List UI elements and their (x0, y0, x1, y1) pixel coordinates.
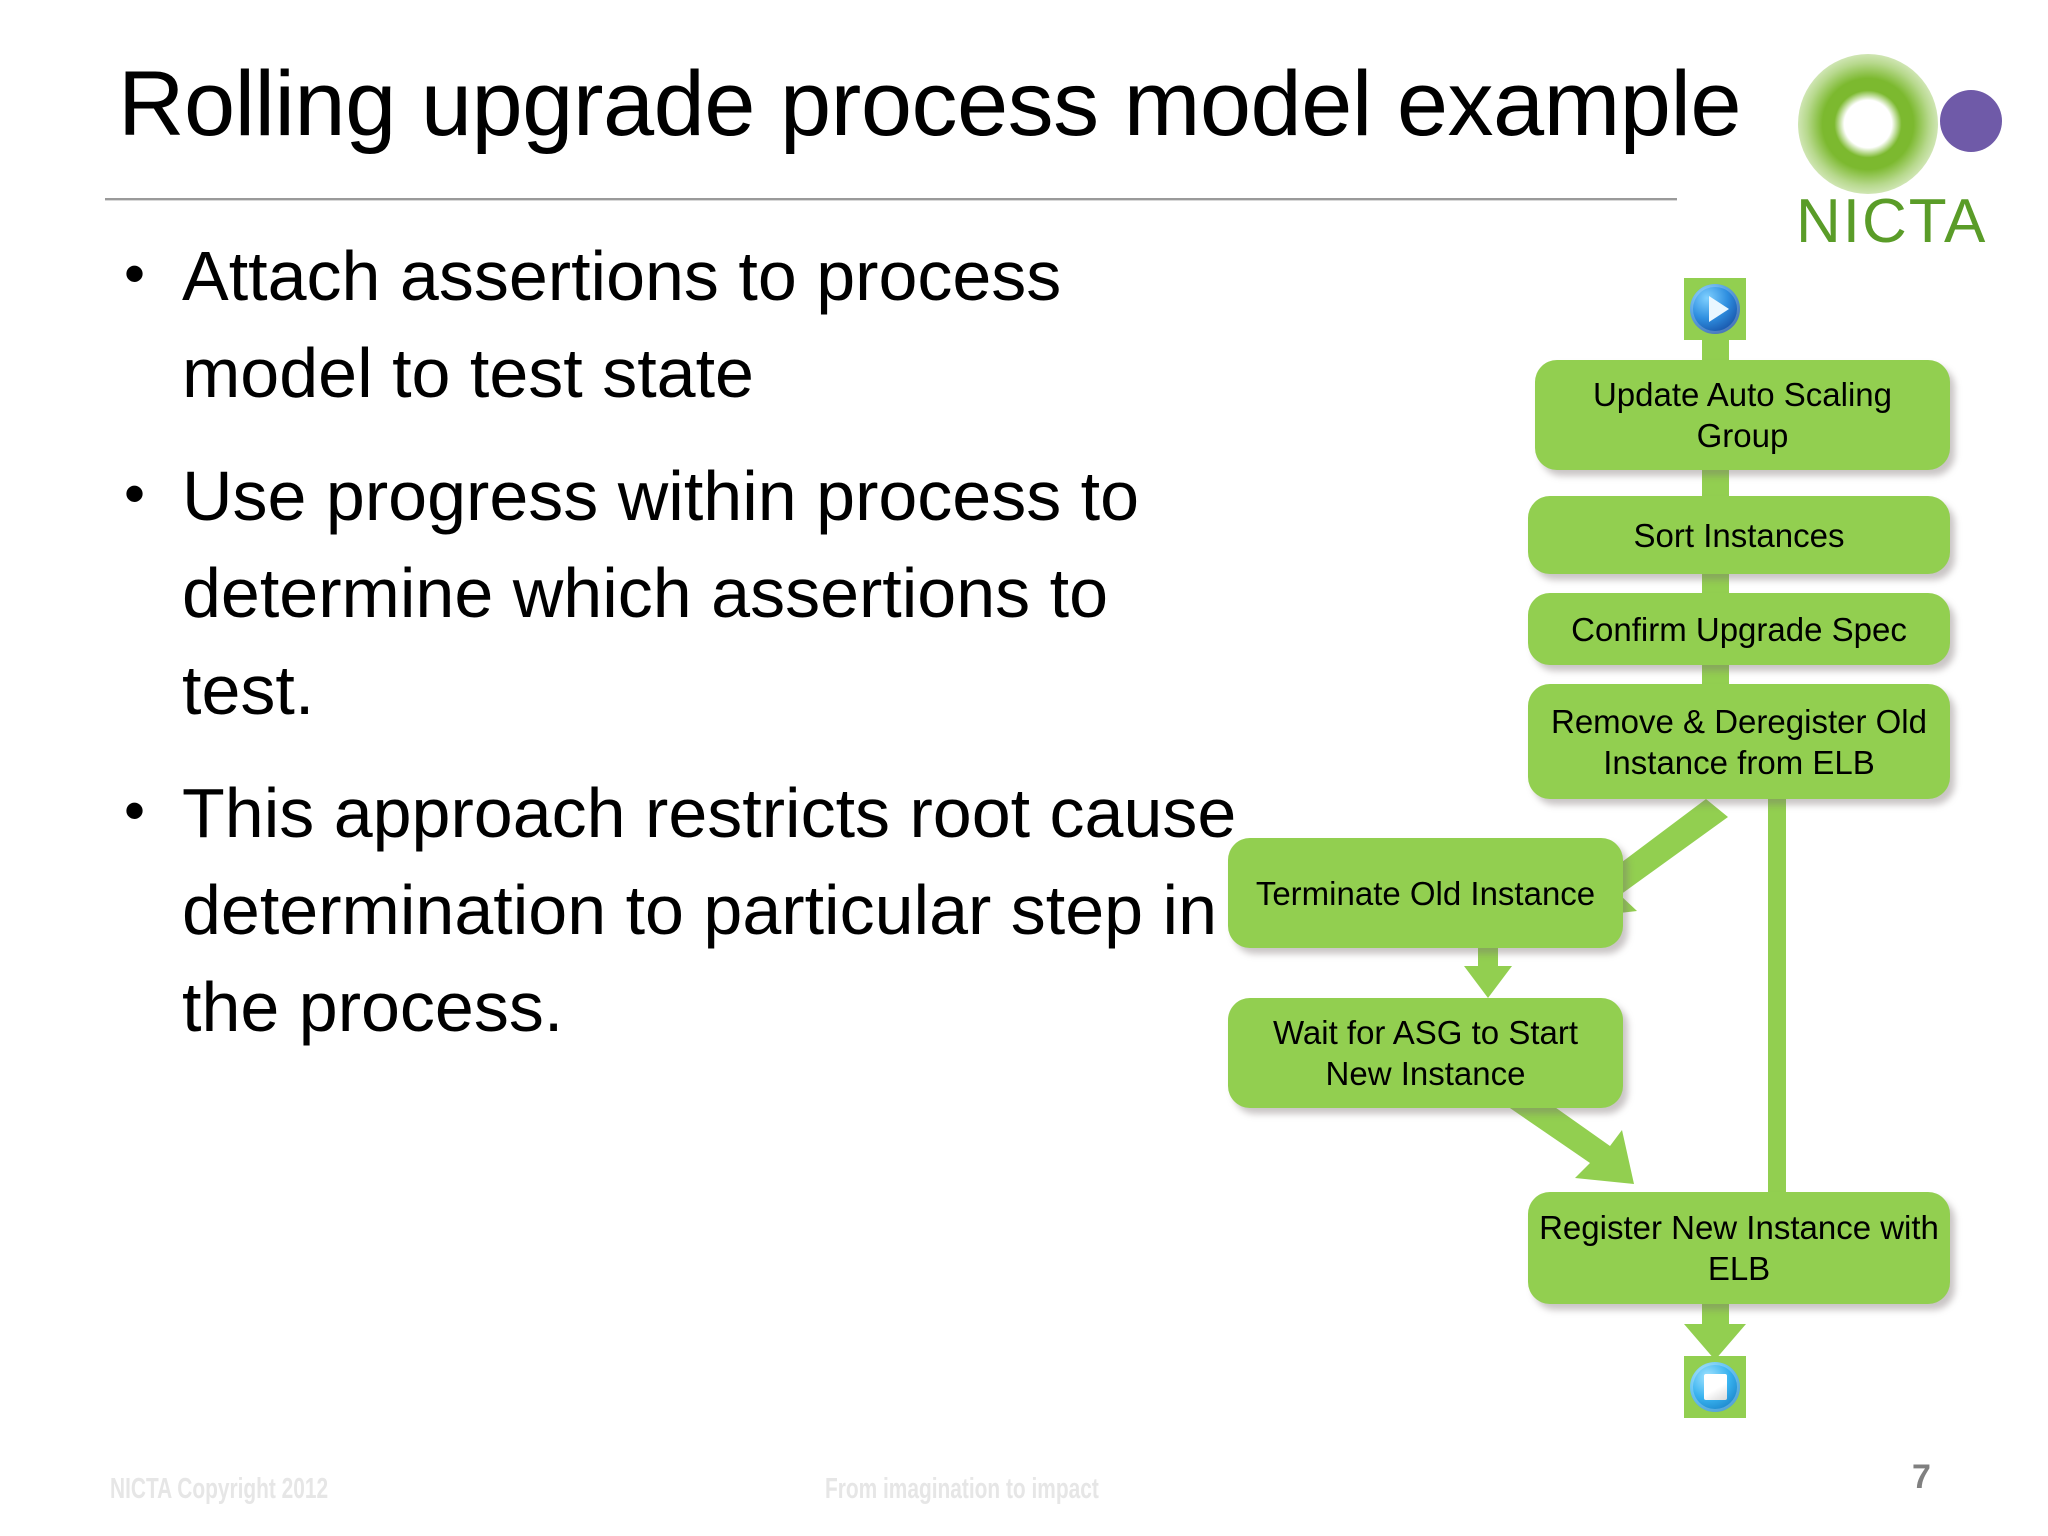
flow-node-confirm-upgrade-spec[interactable]: Confirm Upgrade Spec (1528, 593, 1950, 665)
arrow-terminate-to-wait (1464, 946, 1512, 998)
stop-icon (1690, 1362, 1740, 1412)
stop-square-icon (1703, 1374, 1727, 1400)
list-item: • Use progress within process to determi… (110, 448, 1240, 739)
bullet-text: Use progress within process to determine… (182, 457, 1140, 729)
flow-node-end[interactable] (1684, 1356, 1746, 1418)
logo-green-glow-icon (1798, 54, 1938, 194)
flow-node-terminate-old-instance[interactable]: Terminate Old Instance (1228, 838, 1623, 948)
flow-node-label: Update Auto Scaling Group (1592, 376, 1893, 454)
bullet-text: This approach restricts root cause deter… (182, 774, 1237, 1046)
flow-node-register-new-instance[interactable]: Register New Instance with ELB (1528, 1192, 1950, 1304)
process-flow-diagram: Update Auto Scaling Group Sort Instances… (1190, 250, 2048, 1480)
title-divider (105, 198, 1677, 200)
bullet-marker-icon: • (124, 240, 146, 307)
flow-node-wait-for-asg[interactable]: Wait for ASG to Start New Instance (1228, 998, 1623, 1108)
bullet-marker-icon: • (124, 777, 146, 844)
play-icon (1690, 284, 1740, 334)
flow-node-update-asg[interactable]: Update Auto Scaling Group (1535, 360, 1950, 470)
flow-node-start[interactable] (1684, 278, 1746, 340)
flow-node-label: Sort Instances (1633, 516, 1845, 554)
arrow-register-to-end (1684, 1302, 1746, 1360)
nicta-logo: NICTA (1790, 38, 2040, 256)
logo-purple-dot-icon (1940, 90, 2002, 152)
flow-node-label: Register New Instance with ELB (1539, 1209, 1939, 1287)
bullet-list: • Attach assertions to process model to … (110, 228, 1240, 1082)
page-title: Rolling upgrade process model example (118, 53, 1742, 155)
flow-node-label: Terminate Old Instance (1255, 874, 1596, 912)
footer-copyright: NICTA Copyright 2012 (110, 1473, 329, 1505)
flow-node-sort-instances[interactable]: Sort Instances (1528, 496, 1950, 574)
logo-wordmark: NICTA (1796, 187, 1988, 256)
flow-node-remove-deregister[interactable]: Remove & Deregister Old Instance from EL… (1528, 684, 1950, 799)
page-number: 7 (1912, 1458, 1931, 1496)
arrow-register-to-remove (1752, 703, 1802, 1210)
list-item: • Attach assertions to process model to … (110, 228, 1240, 422)
flow-node-label: Confirm Upgrade Spec (1571, 610, 1907, 648)
footer-tagline: From imagination to impact (825, 1473, 1099, 1505)
flow-node-label: Wait for ASG to Start New Instance (1272, 1014, 1579, 1092)
bullet-marker-icon: • (124, 460, 146, 527)
play-triangle-icon (1708, 296, 1729, 322)
bullet-text: Attach assertions to process model to te… (182, 237, 1062, 412)
flow-node-label: Remove & Deregister Old Instance from EL… (1551, 702, 1927, 781)
list-item: • This approach restricts root cause det… (110, 765, 1240, 1056)
